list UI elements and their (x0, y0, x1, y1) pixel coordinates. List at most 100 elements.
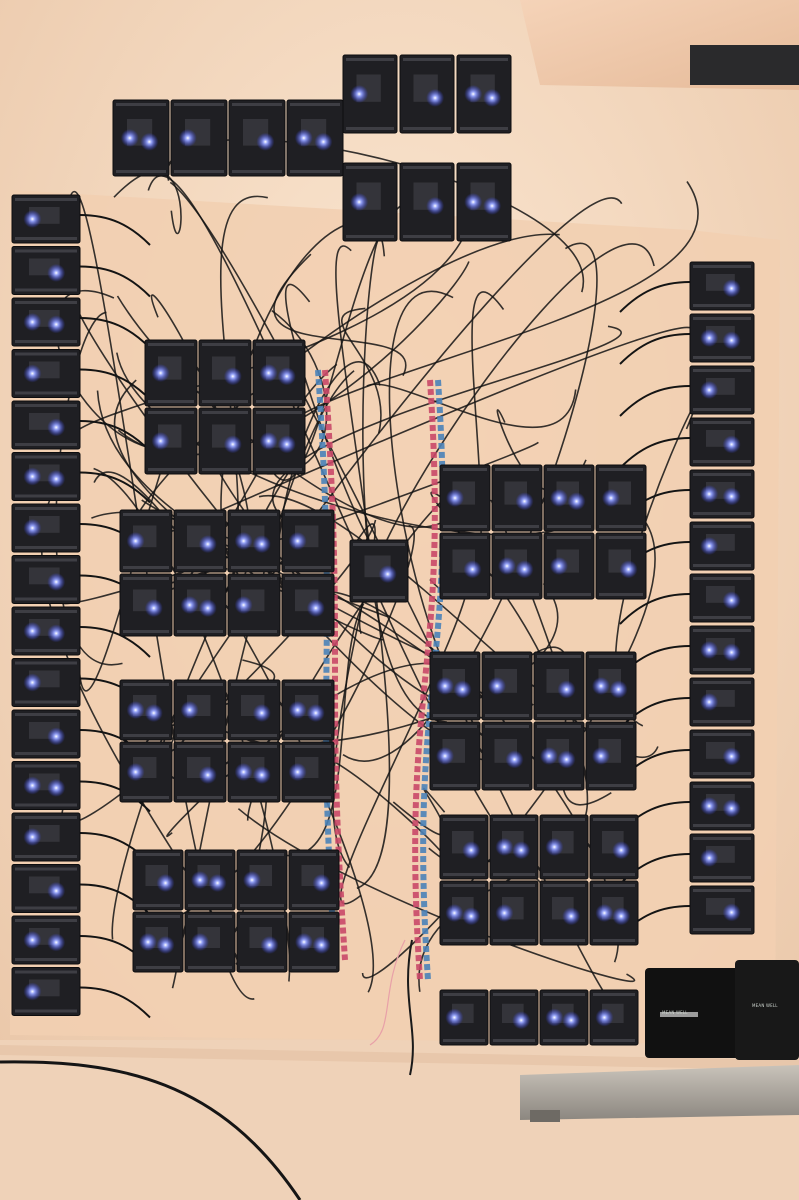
blue-led (306, 704, 325, 722)
blue-led (312, 874, 331, 892)
floor-edge (0, 1045, 799, 1070)
blue-led (445, 904, 464, 922)
blue-led (592, 747, 610, 765)
blue-led (252, 766, 271, 784)
blue-led (126, 701, 145, 719)
blue-led (256, 132, 275, 151)
pcb-module (11, 349, 81, 398)
blue-led (557, 750, 576, 769)
pcb-module (11, 246, 81, 295)
blue-led (306, 599, 325, 618)
blue-led (243, 871, 261, 889)
blue-led (294, 129, 313, 147)
blue-led (505, 750, 524, 769)
blue-led (126, 532, 145, 550)
pcb-module (119, 509, 173, 573)
blue-led (722, 747, 741, 766)
blue-led (144, 704, 163, 722)
blue-led (722, 435, 741, 454)
pcb-module (11, 194, 81, 244)
blue-led (23, 673, 42, 692)
blue-led (483, 196, 502, 215)
blue-led (495, 838, 514, 856)
blue-led (140, 132, 159, 151)
blue-led (463, 560, 482, 579)
monitor-stand-base (520, 1065, 799, 1120)
blue-led (562, 907, 581, 926)
blue-led (23, 828, 42, 846)
pcb-module (11, 452, 81, 501)
pcb-module (689, 521, 755, 571)
blue-led (139, 933, 157, 951)
blue-led (252, 704, 271, 722)
blue-led (288, 532, 307, 550)
blue-led (180, 596, 199, 614)
blue-led (550, 489, 568, 507)
pcb-module (689, 261, 755, 311)
blue-led (722, 331, 741, 350)
blue-led (23, 364, 42, 383)
floor-cable (0, 1060, 302, 1200)
pcb-module (11, 915, 81, 965)
pcb-module (11, 967, 81, 1016)
blue-led (23, 210, 42, 228)
pcb-module (689, 313, 755, 363)
pcb-module (11, 297, 81, 347)
blue-led (562, 1011, 581, 1030)
pcb-module (689, 417, 755, 467)
blue-led (446, 489, 464, 507)
pcb-module (11, 400, 81, 450)
blue-led (191, 871, 209, 889)
blue-led (619, 560, 638, 579)
psu-brand-label-2: MEAN WELL (752, 1003, 778, 1008)
blue-led (426, 196, 445, 215)
blue-led (515, 560, 534, 579)
pcb-module (595, 464, 647, 532)
pcb-module (228, 99, 286, 177)
blue-led (47, 263, 66, 282)
blue-led (120, 129, 139, 147)
blue-led (567, 492, 586, 511)
blue-led (259, 364, 278, 382)
blue-led (700, 849, 719, 867)
blue-led (126, 763, 145, 781)
pcb-module (689, 781, 755, 831)
blue-led (23, 467, 42, 486)
blue-led (156, 874, 175, 892)
blue-led (462, 907, 481, 926)
blue-led (288, 763, 307, 781)
blue-led (151, 432, 170, 450)
blue-led (498, 557, 516, 575)
blue-led (595, 1008, 614, 1027)
blue-led (223, 367, 242, 386)
pcb-module (689, 573, 755, 623)
blue-led (47, 727, 66, 746)
blue-led (722, 799, 741, 818)
blue-led (47, 624, 66, 643)
psu-brand-label-1: MEAN WELL (662, 1010, 688, 1015)
blue-led (288, 701, 307, 719)
blue-led (234, 763, 253, 781)
blue-led (378, 565, 397, 584)
blue-led (592, 677, 610, 695)
blue-led (234, 532, 253, 550)
pcb-module (689, 729, 755, 779)
blue-led (180, 701, 199, 719)
pcb-module (689, 885, 755, 935)
blue-led (23, 622, 42, 640)
blue-led (47, 778, 66, 797)
blue-led (198, 599, 217, 618)
blue-led (156, 936, 175, 954)
blue-led (260, 936, 279, 954)
blue-led (483, 88, 502, 107)
blue-led (557, 680, 576, 699)
blue-led (47, 315, 66, 334)
blue-led (252, 535, 271, 554)
blue-led (700, 693, 719, 711)
blue-led (545, 838, 564, 856)
blue-led (495, 904, 514, 922)
blue-led (47, 572, 66, 591)
pcb-module (349, 539, 409, 603)
